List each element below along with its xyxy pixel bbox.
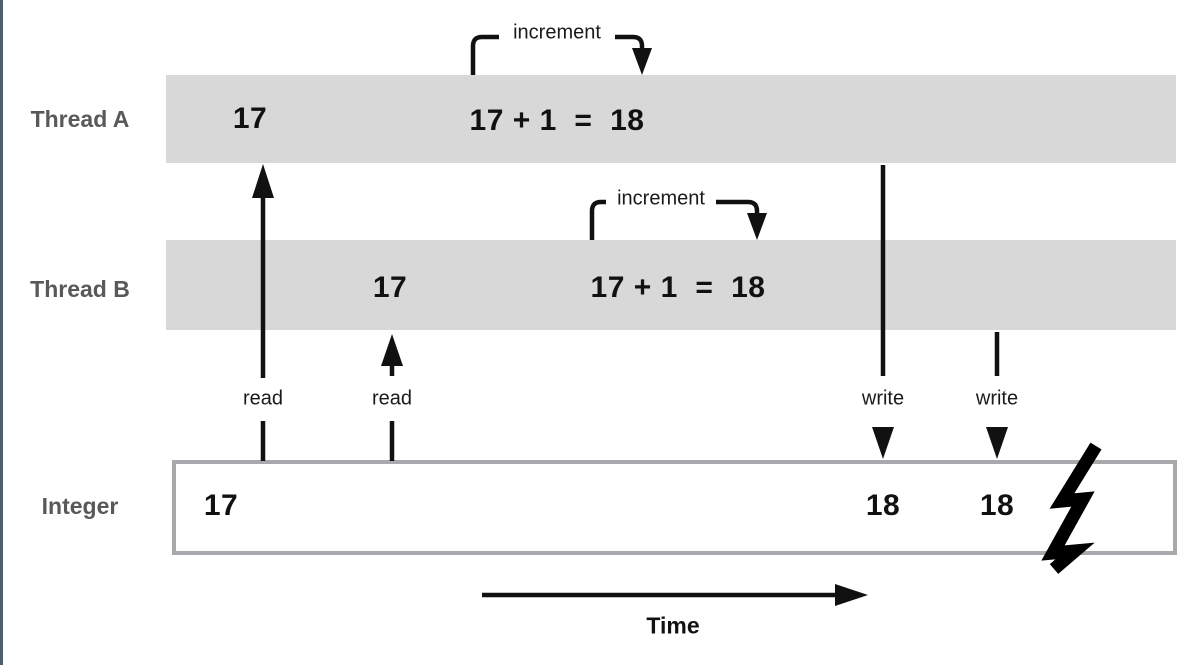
write-arrow-1	[872, 165, 894, 459]
write-label-1: write	[861, 387, 905, 410]
integer-value-write-2: 18	[979, 489, 1015, 522]
thread-b-row-label: Thread B	[30, 276, 130, 302]
time-axis-arrow	[482, 584, 868, 606]
thread-b-increment-label: increment	[617, 187, 705, 210]
thread-a-read-value: 17	[232, 102, 268, 135]
read-arrow-1	[252, 164, 274, 461]
time-axis-label: Time	[646, 612, 700, 639]
integer-row-label: Integer	[41, 493, 119, 519]
integer-box	[172, 460, 1177, 555]
thread-a-increment-label: increment	[513, 21, 601, 44]
increment-bracket-b	[589, 199, 767, 240]
lightning-bolt-icon	[1041, 442, 1102, 574]
integer-value-write-1: 18	[865, 489, 901, 522]
thread-a-bar	[166, 75, 1176, 163]
thread-a-row-label: Thread A	[30, 106, 130, 132]
integer-value-initial: 17	[203, 489, 239, 522]
write-arrow-2	[986, 332, 1008, 459]
left-edge-accent	[0, 0, 3, 665]
read-label-1: read	[242, 387, 284, 410]
thread-b-read-value: 17	[372, 271, 408, 304]
thread-b-computation: 17 + 1 = 18	[590, 271, 766, 304]
thread-b-bar	[166, 240, 1176, 330]
increment-bracket-a	[470, 34, 652, 75]
write-label-2: write	[975, 387, 1019, 410]
read-arrow-2	[381, 334, 403, 461]
read-label-2: read	[371, 387, 413, 410]
thread-a-computation: 17 + 1 = 18	[469, 104, 645, 137]
